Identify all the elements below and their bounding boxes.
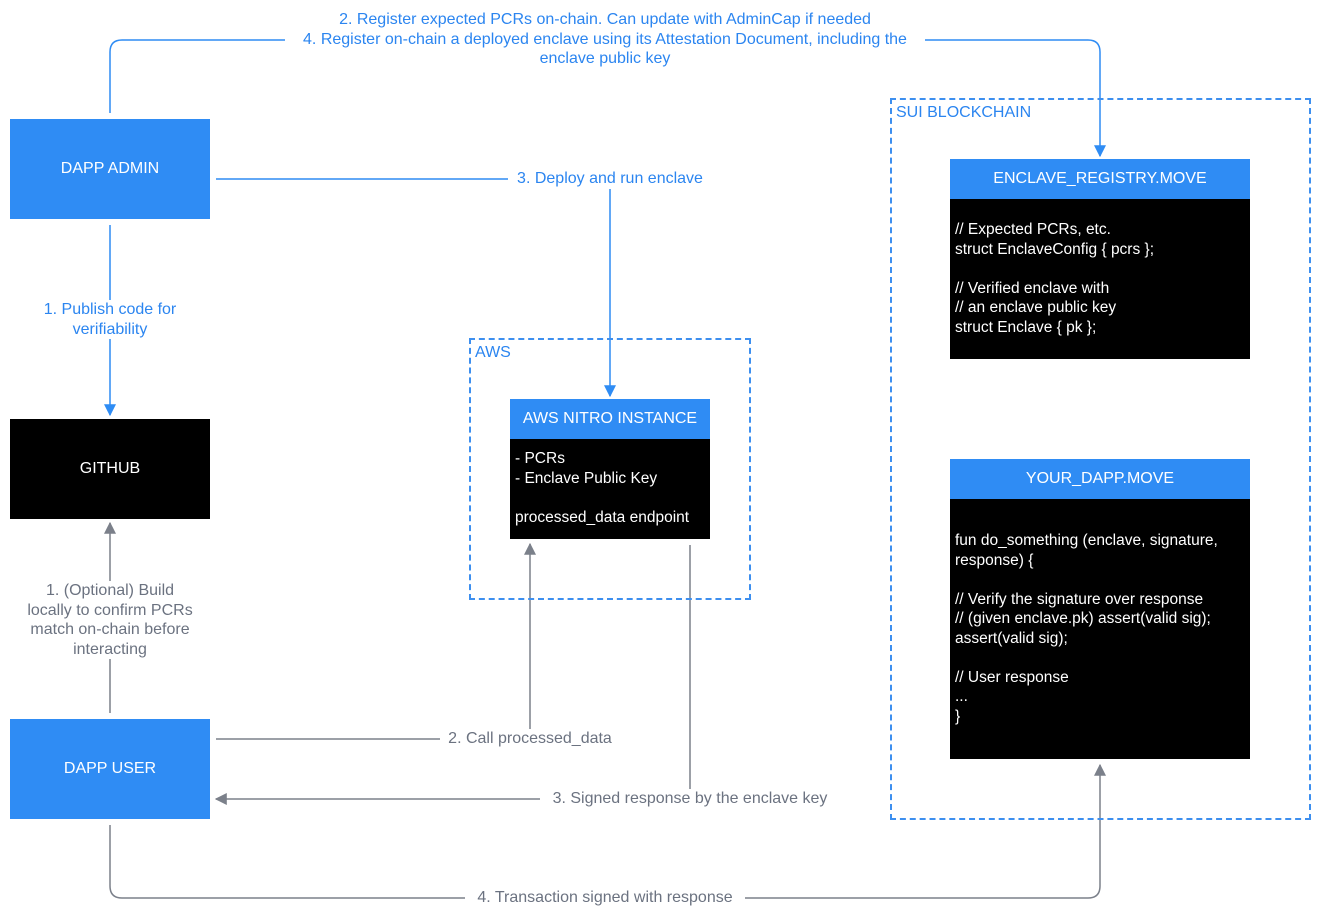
publish-label: 1. Publish code for verifiability [34,300,186,339]
edge-label-line: 2. Call processed_data [448,730,612,747]
enclave-registry-code: // Expected PCRs, etc. struct EnclaveConf… [950,199,1250,359]
code-line: processed_data endpoint [515,508,690,526]
code-line [955,259,1245,279]
edge-label-line: locally to confirm PCRs [27,601,193,619]
aws-nitro-instance-card: AWS NITRO INSTANCE - PCRs - Enclave Publi… [510,399,710,539]
code-line: ... [955,688,968,705]
edge-label-line: 1. Publish code for [43,301,177,318]
code-line [955,648,1245,668]
code-line [955,570,1245,590]
code-line: assert(valid sig); [955,629,1068,647]
code-line: response) { [955,551,1034,569]
aws-region-title: AWS [475,344,511,361]
edge-label-line: match on-chain before [30,621,190,638]
edge-label-line: 3. Deploy and run enclave [517,170,703,187]
aws-nitro-instance-body: - PCRs - Enclave Public Key processed_data… [510,439,710,539]
deploy-label: 3. Deploy and run enclave [508,169,712,189]
code-line: - PCRs [515,450,565,467]
edge-label-line: 3. Signed response by the enclave key [552,790,828,807]
your-dapp-card: YOUR_DAPP.MOVE fun do_something (enclave… [950,459,1250,759]
edge-label-line: interacting [73,640,147,658]
register-label: 2. Register expected PCRs on-chain. Can … [285,10,925,69]
dapp-user-node: DAPP USER [10,719,210,819]
code-line: // User response [955,668,1069,686]
github-node: GITHUB [10,419,210,519]
github-label: GITHUB [79,460,141,477]
code-line: struct Enclave { pk }; [955,318,1097,336]
code-line: // Verify the signature over response [955,590,1204,608]
aws-region: AWS [469,338,751,600]
code-line: // Expected PCRs, etc. [955,221,1111,238]
enclave-registry-title: ENCLAVE_REGISTRY.MOVE [950,159,1250,199]
enclave-registry-card: ENCLAVE_REGISTRY.MOVE // Expected PCRs, … [950,159,1250,359]
edge-label-line: 1. (Optional) Build [45,582,175,599]
signed-label: 3. Signed response by the enclave key [540,789,840,809]
code-line [515,488,705,508]
your-dapp-code: fun do_something (enclave, signature, res… [950,499,1250,759]
code-line: // (given enclave.pk) assert(valid sig); [955,610,1211,627]
code-line: // Verified enclave with [955,279,1110,297]
edge-label-line: 4. Transaction signed with response [477,889,733,906]
edge-label-line: verifiability [72,320,148,338]
code-line: fun do_something (enclave, signature, [955,532,1218,549]
code-line: - Enclave Public Key [515,469,658,487]
build-label: 1. (Optional) Build locally to confirm PC… [18,581,202,659]
sui-blockchain-region-title: SUI BLOCKCHAIN [896,104,1032,121]
code-line: } [955,707,961,725]
dapp-admin-label: DAPP ADMIN [60,160,160,177]
dapp-admin-node: DAPP ADMIN [10,119,210,219]
dapp-user-label: DAPP USER [63,760,157,777]
code-line: // an enclave public key [955,299,1117,316]
call-label: 2. Call processed_data [440,729,620,749]
sui-blockchain-region: SUI BLOCKCHAIN [890,98,1311,820]
edge-label-line: 4. Register on-chain a deployed enclave … [303,30,907,48]
edge-label-line: enclave public key [539,50,671,67]
code-line: struct EnclaveConfig { pcrs }; [955,240,1155,258]
transaction-label: 4. Transaction signed with response [465,888,745,908]
edge-label-line: 2. Register expected PCRs on-chain. Can … [339,11,871,28]
aws-nitro-instance-title: AWS NITRO INSTANCE [510,399,710,439]
your-dapp-title: YOUR_DAPP.MOVE [950,459,1250,499]
